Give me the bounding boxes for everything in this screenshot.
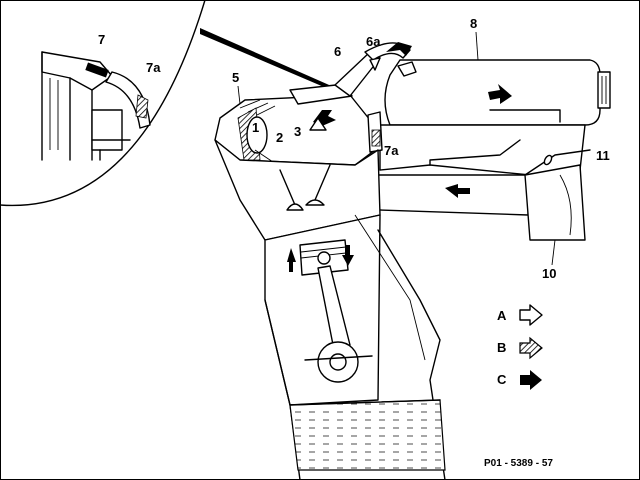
separator-element-1 xyxy=(246,116,268,154)
head-open-arrow-icon xyxy=(309,117,327,131)
solid-arrow-icon xyxy=(520,370,542,390)
inset-pointer-line xyxy=(200,28,345,96)
resonator-contour xyxy=(559,174,572,236)
legend: A B C xyxy=(497,304,543,390)
hose-solid-arrow-icon xyxy=(386,42,412,56)
inset-hatch-lines xyxy=(49,78,59,150)
air-filter-housing: 8 xyxy=(379,16,611,176)
cylinder-head: 5 1 2 3 4 6 6a 7a xyxy=(214,34,417,179)
piston-pin xyxy=(317,251,331,265)
intake-duct xyxy=(379,124,586,176)
leader-10 xyxy=(551,239,556,266)
engine-block xyxy=(214,139,446,480)
pipe-11 xyxy=(524,149,591,176)
label-7a: 7a xyxy=(384,143,399,158)
label-11: 11 xyxy=(596,148,610,163)
crank-pin xyxy=(329,353,347,371)
inset-boundary xyxy=(0,0,206,207)
detail-inset: 7 7a xyxy=(0,0,345,207)
open-arrow-icon xyxy=(519,304,543,326)
label-6a: 6a xyxy=(366,34,381,49)
bore-up-solid-arrow-icon xyxy=(287,248,296,272)
leader-5 xyxy=(237,85,241,105)
pipe-11-nipple xyxy=(543,154,553,166)
label-7a-inset: 7a xyxy=(146,60,161,75)
label-2: 2 xyxy=(276,130,283,145)
inset-fitting-7 xyxy=(85,62,109,78)
filter-solid-arrow-icon xyxy=(488,84,512,104)
filter-end-cap xyxy=(597,71,611,109)
valve-stems xyxy=(279,164,331,206)
breather-housing-6 xyxy=(289,83,353,105)
legend-key-a: A xyxy=(497,308,507,323)
intake-manifold: 11 10 xyxy=(344,148,610,281)
label-10: 10 xyxy=(542,266,556,281)
manifold-solid-arrow-icon xyxy=(445,184,470,198)
inset-hatched-arrow-icon xyxy=(135,94,149,119)
label-7-inset: 7 xyxy=(98,32,105,47)
leader-8 xyxy=(475,31,479,61)
connecting-rod xyxy=(317,265,351,351)
inset-block xyxy=(91,109,123,151)
hatched-arrow-icon xyxy=(519,336,543,360)
valve-heads xyxy=(286,199,325,211)
oil-sump xyxy=(289,399,446,471)
cylinder-block-upper xyxy=(214,139,381,241)
resonator-10 xyxy=(524,164,586,241)
crankcase-inner-line xyxy=(354,214,426,361)
label-5: 5 xyxy=(232,70,239,85)
hose-7a-hatched-arrow-icon xyxy=(371,129,381,147)
label-6: 6 xyxy=(334,44,341,59)
figure-code: P01 - 5389 - 57 xyxy=(484,458,553,469)
bore-down-solid-arrow-icon xyxy=(342,245,354,266)
filter-cap-ribs xyxy=(601,76,607,104)
label-3: 3 xyxy=(294,124,301,139)
legend-key-c: C xyxy=(497,372,507,387)
legend-key-b: B xyxy=(497,340,506,355)
hose-6a-outlet xyxy=(369,57,381,71)
label-1: 1 xyxy=(252,120,259,135)
inset-detail-lines xyxy=(91,139,131,161)
oil-level xyxy=(289,399,441,406)
duct-inner-edge xyxy=(429,139,521,166)
crank-web xyxy=(304,355,373,361)
label-8: 8 xyxy=(470,16,477,31)
filter-outlet-flange xyxy=(489,109,561,123)
filter-inlet-open-arrow-icon xyxy=(397,61,417,77)
